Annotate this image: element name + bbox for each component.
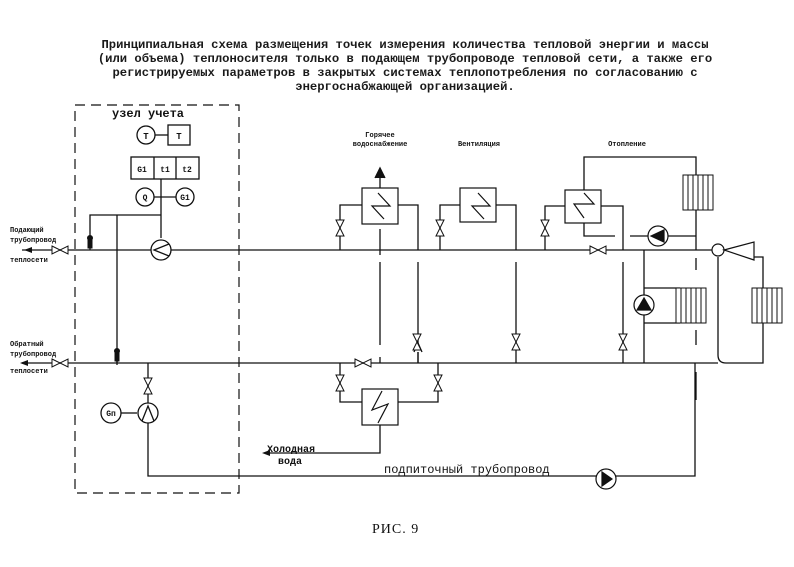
supply-label-line: трубопровод bbox=[10, 236, 57, 245]
q-circle bbox=[135, 187, 155, 207]
calc-cell-t1: t1 bbox=[160, 166, 170, 175]
return-label-line: теплосети bbox=[10, 368, 48, 376]
figure-caption: РИС. 9 bbox=[372, 522, 420, 537]
return-label-line: Обратный bbox=[10, 340, 44, 349]
gn-label: Gп bbox=[106, 410, 116, 419]
ventilation-label: Вентиляция bbox=[458, 141, 500, 149]
q-label: Q bbox=[143, 194, 148, 203]
title-line: (или объема) теплоносителя только в пода… bbox=[97, 52, 713, 66]
supply-inlet-arrow-icon bbox=[24, 247, 32, 253]
calc-cell-g1: G1 bbox=[137, 166, 147, 175]
calculator-box bbox=[130, 156, 200, 180]
heating-label: Отопление bbox=[608, 141, 646, 149]
hot-water-label: Горячее bbox=[365, 132, 394, 140]
metering-unit-boundary bbox=[74, 104, 240, 494]
metering-unit-label: узел учета bbox=[112, 107, 184, 121]
title-line: регистрируемых параметров в закрытых сис… bbox=[112, 66, 698, 80]
g1-circle bbox=[175, 187, 195, 207]
title-line: энергоснабжающей организацией. bbox=[295, 80, 515, 94]
t-box-label: T bbox=[176, 132, 182, 142]
makeup-pipe-label: подпиточный трубопровод bbox=[384, 463, 550, 477]
title-line: Принципиальная схема размещения точек из… bbox=[101, 38, 709, 52]
return-outlet-arrow-icon bbox=[20, 360, 28, 366]
t-sensor-circle bbox=[136, 125, 156, 145]
gn-circle bbox=[100, 402, 122, 424]
cold-water-label: Холодная bbox=[267, 445, 315, 456]
calc-cell-t2: t2 bbox=[182, 166, 192, 175]
supply-label-line: теплосети bbox=[10, 257, 48, 265]
elevator-mixer bbox=[711, 241, 755, 261]
radiators bbox=[675, 174, 783, 324]
return-label-line: трубопровод bbox=[10, 350, 57, 359]
t-circle-label: T bbox=[143, 132, 149, 142]
diagram-title: Принципиальная схема размещения точек из… bbox=[40, 38, 770, 94]
cold-water-label: вода bbox=[278, 457, 302, 468]
supply-label-line: Подающий bbox=[10, 226, 44, 235]
cold-water-arrow-icon bbox=[262, 450, 270, 456]
hot-water-label: водоснабжение bbox=[353, 140, 408, 149]
t-recorder-box bbox=[167, 124, 191, 146]
g1-label: G1 bbox=[180, 194, 190, 203]
heating-heat-exchanger bbox=[564, 189, 602, 224]
